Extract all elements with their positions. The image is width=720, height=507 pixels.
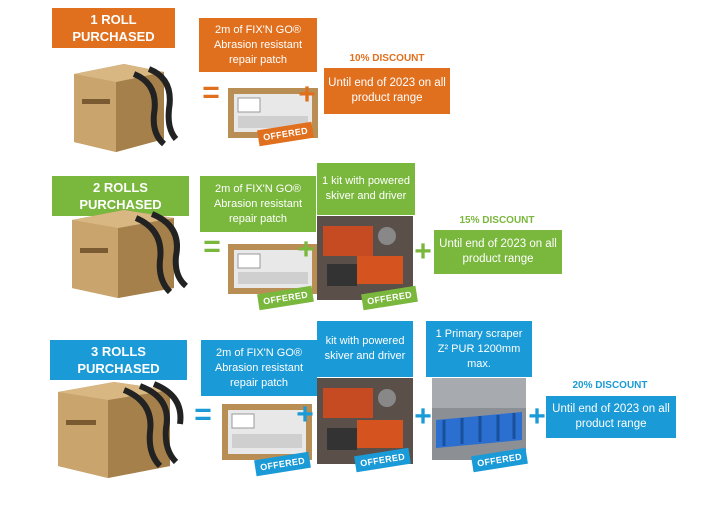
tier-3-discount-label: 20% DISCOUNT xyxy=(572,380,648,391)
power-tool-kit-image xyxy=(317,216,413,300)
tier-1-discount-label: 10% DISCOUNT xyxy=(349,53,425,64)
tier-1-discount-box: Until end of 2023 on all product range xyxy=(324,68,450,114)
plus-sign: + xyxy=(296,398,314,431)
plus-sign: + xyxy=(298,78,316,111)
tier-1-patch-box: 2m of FIX'N GO® Abrasion resistant repai… xyxy=(199,18,317,72)
tier-2-kit-box: 1 kit with powered skiver and driver xyxy=(317,163,415,215)
tier-2-title: 2 ROLLS PURCHASED xyxy=(52,176,189,216)
repair-patch-kit-image xyxy=(222,404,312,460)
cardboard-box-with-rolls-image xyxy=(72,210,189,298)
tier-1-title: 1 ROLL PURCHASED xyxy=(52,8,175,48)
equals-sign: = xyxy=(202,76,220,109)
equals-sign: = xyxy=(194,398,212,431)
tier-2-patch-box: 2m of FIX'N GO® Abrasion resistant repai… xyxy=(200,176,316,232)
scraper-image xyxy=(432,378,526,460)
repair-patch-kit-image xyxy=(228,244,318,294)
tier-3-title: 3 ROLLS PURCHASED xyxy=(50,340,187,380)
tier-3-discount-box: Until end of 2023 on all product range xyxy=(546,396,676,438)
plus-sign: + xyxy=(297,233,315,266)
cardboard-box-with-rolls-image xyxy=(74,64,179,152)
plus-sign: + xyxy=(528,400,546,433)
cardboard-box-with-rolls-image xyxy=(58,381,184,478)
tier-3-kit-box: kit with powered skiver and driver xyxy=(317,321,413,377)
plus-sign: + xyxy=(414,400,432,433)
tier-3-scraper-text: 1 Primary scraper Z² PUR 1200mm max. xyxy=(435,327,523,370)
plus-sign: + xyxy=(414,235,432,268)
tier-2-discount-box: Until end of 2023 on all product range xyxy=(434,230,562,274)
tier-3-patch-box: 2m of FIX'N GO® Abrasion resistant repai… xyxy=(201,340,317,396)
tier-2-discount-label: 15% DISCOUNT xyxy=(459,215,535,226)
tier-3-scraper-box: 1 Primary scraper Z² PUR 1200mm max. xyxy=(426,321,532,377)
equals-sign: = xyxy=(203,230,221,263)
